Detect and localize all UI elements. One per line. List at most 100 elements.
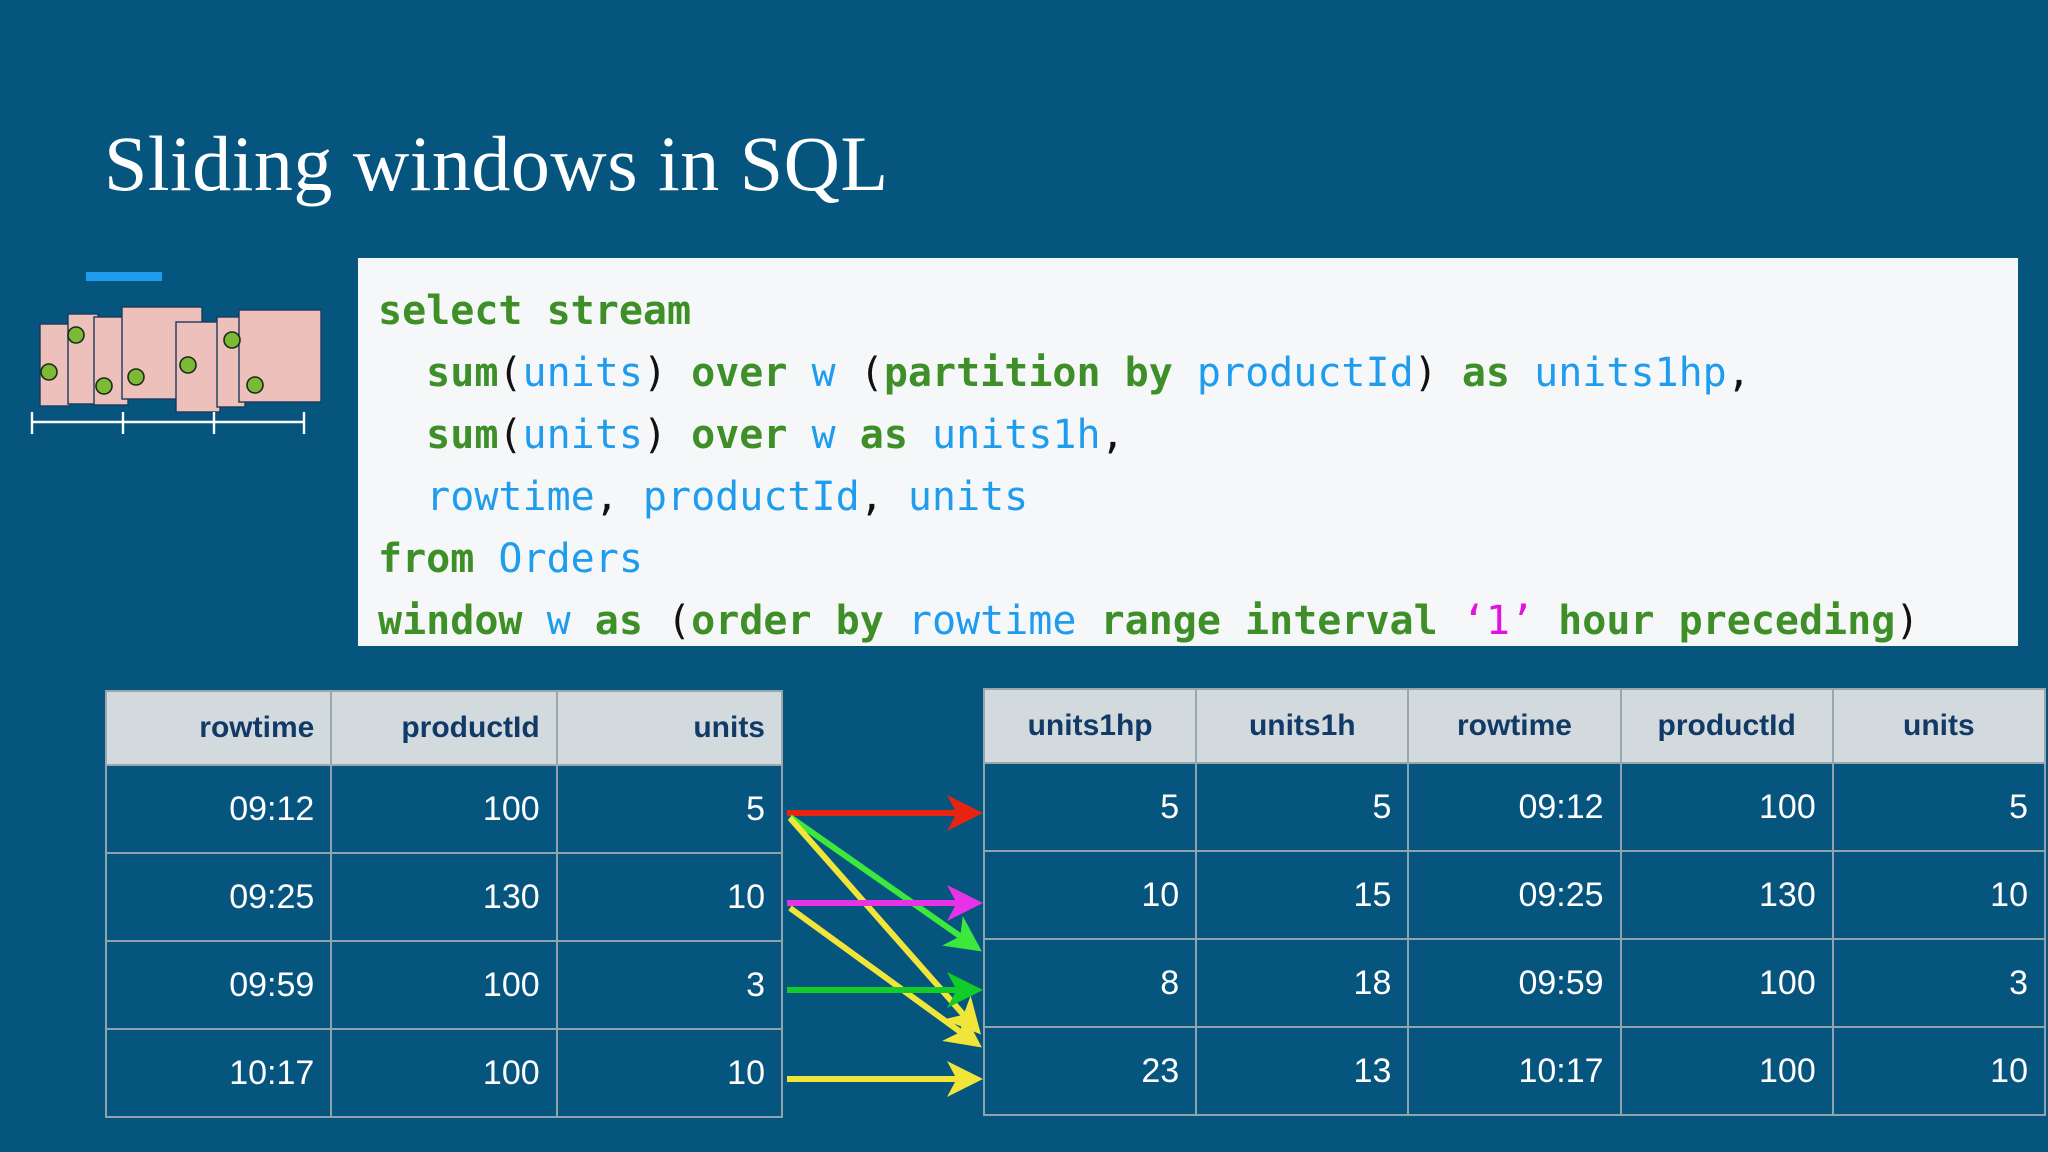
- code-token-id: units: [907, 474, 1029, 520]
- code-token-punct: (: [859, 350, 884, 396]
- accent-bar: [86, 272, 162, 281]
- event-dot: [67, 326, 85, 344]
- cell-productId: 100: [330, 940, 558, 1030]
- code-token-id: rowtime: [907, 598, 1077, 644]
- cell-productId: 100: [330, 1028, 558, 1118]
- cell-rowtime: 09:59: [104, 940, 333, 1030]
- code-token-kw: range interval: [1100, 598, 1438, 644]
- code-token-id: units1hp: [1534, 350, 1727, 396]
- code-line-5: from Orders: [378, 528, 2018, 590]
- event-dot: [95, 377, 113, 395]
- code-token-punct: [787, 350, 811, 396]
- cell-units1hp: 8: [982, 938, 1198, 1028]
- cell-rowtime: 09:12: [1407, 762, 1622, 852]
- sql-code-panel: select stream sum(units) over w (partiti…: [358, 258, 2018, 646]
- code-token-punct: [884, 598, 908, 644]
- code-token-id: Orders: [498, 536, 643, 582]
- code-token-kw: partition by: [883, 350, 1173, 396]
- code-token-kw: from: [378, 536, 475, 582]
- cell-units1h: 15: [1195, 850, 1410, 940]
- event-dot: [246, 376, 264, 394]
- code-token-id: productId: [1196, 350, 1414, 396]
- code-token-kw: order by: [691, 598, 884, 644]
- code-token-punct: ): [1413, 350, 1438, 396]
- cell-units: 10: [1831, 850, 2047, 940]
- code-line-6: window w as (order by rowtime range inte…: [378, 590, 2018, 652]
- arrow-row1-to-row4: [787, 816, 981, 1035]
- code-token-id: units: [522, 412, 643, 458]
- code-token-kw: sum: [426, 412, 499, 458]
- code-token-punct: [667, 350, 691, 396]
- code-token-punct: [1510, 350, 1534, 396]
- code-token-id: w: [811, 350, 836, 396]
- code-token-id: rowtime: [426, 474, 595, 520]
- code-line-2: sum(units) over w (partition by productI…: [378, 342, 2018, 404]
- code-token-punct: (: [667, 598, 692, 644]
- event-dot: [223, 331, 241, 349]
- cell-rowtime: 10:17: [1407, 1026, 1622, 1116]
- code-token-punct: ,: [1726, 350, 1751, 396]
- code-line-1: select stream: [378, 280, 2018, 342]
- column-header-units: units: [555, 690, 784, 766]
- cell-rowtime: 09:59: [1407, 938, 1622, 1028]
- cell-productId: 100: [1619, 938, 1834, 1028]
- column-header-rowtime: rowtime: [104, 690, 333, 766]
- cell-productId: 100: [1619, 762, 1834, 852]
- timeline-ruler: [30, 412, 306, 434]
- column-header-productId: productId: [330, 690, 558, 766]
- code-token-punct: (: [498, 350, 523, 396]
- code-token-id: units1h: [932, 412, 1101, 458]
- code-token-punct: [1438, 350, 1462, 396]
- code-token-punct: [474, 536, 498, 582]
- code-token-ind: [378, 474, 426, 520]
- code-token-punct: [787, 412, 811, 458]
- cell-units: 10: [555, 852, 784, 942]
- code-line-4: rowtime, productId, units: [378, 466, 2018, 528]
- code-token-kw: over: [691, 412, 788, 458]
- code-token-punct: [908, 412, 932, 458]
- code-token-lit: ‘1’: [1461, 598, 1535, 644]
- cell-rowtime: 09:25: [104, 852, 333, 942]
- event-dot: [40, 363, 58, 381]
- column-header-productId: productId: [1619, 688, 1834, 764]
- column-header-units1hp: units1hp: [982, 688, 1198, 764]
- code-token-kw: sum: [426, 350, 499, 396]
- arrow-row1-to-row3: [788, 814, 982, 952]
- code-token-kw: as: [594, 598, 643, 644]
- code-token-kw: as: [1461, 350, 1511, 396]
- code-token-punct: [1438, 598, 1462, 644]
- code-token-punct: [523, 598, 547, 644]
- code-token-punct: [643, 598, 667, 644]
- cell-productId: 130: [330, 852, 558, 942]
- sliding-windows-diagram: [30, 272, 322, 434]
- code-token-punct: ,: [594, 474, 643, 520]
- cell-units1hp: 10: [982, 850, 1198, 940]
- event-dot: [127, 368, 145, 386]
- cell-units: 5: [1831, 762, 2047, 852]
- cell-rowtime: 09:12: [104, 764, 333, 854]
- code-token-id: units: [522, 350, 643, 396]
- code-token-kw: select stream: [378, 288, 692, 334]
- cell-productId: 100: [330, 764, 558, 854]
- column-header-units: units: [1831, 688, 2047, 764]
- code-token-punct: ,: [859, 474, 908, 520]
- code-token-punct: (: [498, 412, 523, 458]
- code-token-punct: [836, 350, 860, 396]
- event-dot: [179, 356, 197, 374]
- column-header-rowtime: rowtime: [1407, 688, 1622, 764]
- arrow-row2-to-row4: [788, 905, 982, 1048]
- cell-units1h: 5: [1195, 762, 1410, 852]
- column-header-units1h: units1h: [1195, 688, 1410, 764]
- code-token-punct: [667, 412, 691, 458]
- code-token-punct: [836, 412, 860, 458]
- code-token-punct: [1534, 598, 1558, 644]
